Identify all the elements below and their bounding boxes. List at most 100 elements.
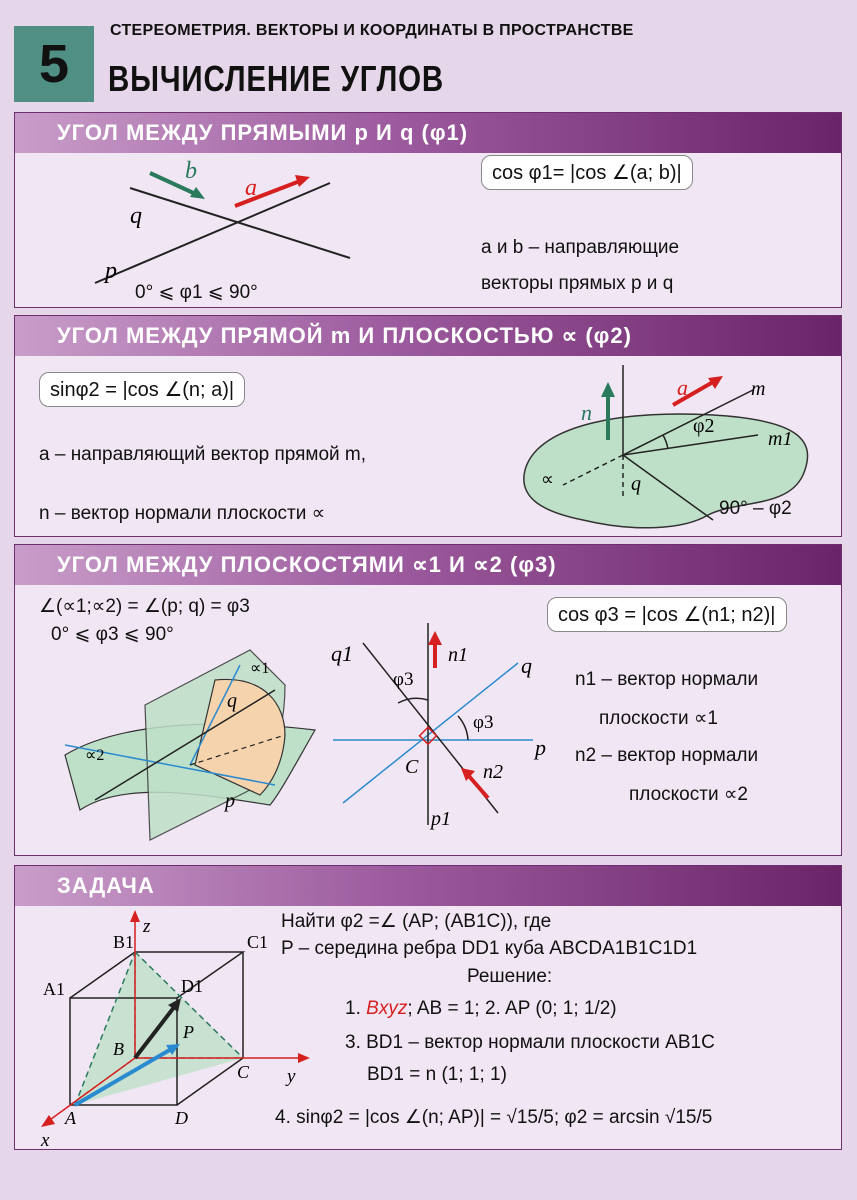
section-title: ЗАДАЧА	[57, 873, 155, 898]
label-c: C	[237, 1062, 250, 1082]
label-b: B	[113, 1039, 124, 1059]
line-q	[129, 187, 351, 259]
label-d1: D1	[181, 976, 203, 996]
problem-line: P – середина ребра DD1 куба ABCDA1B1C1D1	[281, 938, 698, 959]
vector-a	[234, 179, 301, 208]
coordinate-system: Bxyz	[366, 998, 408, 1019]
vector-n-arrowhead	[601, 382, 615, 397]
right-angle-mark	[418, 726, 438, 746]
label-alpha1: ∝1	[250, 660, 269, 677]
section-title: УГОЛ МЕЖДУ ПЛОСКОСТЯМИ ∝1 И ∝2 (φ3)	[57, 552, 557, 577]
label-q: q	[521, 653, 532, 678]
vector-ap	[73, 1046, 175, 1107]
axis-y-arrowhead	[298, 1053, 310, 1063]
label-b: b	[185, 158, 197, 184]
angle-range: 0° ⩽ φ3 ⩽ 90°	[51, 624, 174, 645]
vector-bd1	[133, 1004, 177, 1060]
axis-x-arrowhead	[41, 1115, 55, 1127]
solution-step: 1. Bxyz; AB = 1; 2. AP (0; 1; 1/2)	[345, 998, 617, 1020]
section-planes-angle: УГОЛ МЕЖДУ ПЛОСКОСТЯМИ ∝1 И ∝2 (φ3) ∠(∝1…	[14, 544, 842, 856]
section-title: УГОЛ МЕЖДУ ПРЯМЫМИ p И q (φ1)	[57, 120, 469, 145]
label-m1: m1	[768, 428, 792, 450]
line-q	[342, 662, 519, 804]
line-m-hidden	[562, 454, 624, 486]
line-q-in-plane	[622, 454, 714, 521]
line-m	[622, 389, 754, 456]
description-line: n1 – вектор нормали	[575, 669, 759, 690]
problem-line: Найти φ2 =∠ (AP; (AB1C)), где	[281, 911, 552, 932]
cube-edge-bottom	[176, 1057, 244, 1106]
label-m: m	[751, 378, 765, 400]
description-line: n2 – вектор нормали	[575, 745, 759, 766]
vector-ap-arrowhead	[166, 1044, 180, 1055]
section-title: УГОЛ МЕЖДУ ПРЯМОЙ m И ПЛОСКОСТЬЮ ∝ (φ2)	[57, 323, 632, 348]
section-line-plane-angle: УГОЛ МЕЖДУ ПРЯМОЙ m И ПЛОСКОСТЬЮ ∝ (φ2) …	[14, 315, 842, 537]
vector-n2-arrowhead	[461, 768, 475, 781]
label-p: p	[223, 790, 235, 812]
step-text: ; AB = 1; 2. AP (0; 1; 1/2)	[407, 998, 617, 1019]
label-n1: n1	[448, 644, 468, 666]
diagonal-dashed	[74, 951, 136, 1106]
label-a1: A1	[43, 979, 65, 999]
label-a: a	[245, 175, 257, 201]
label-n2: n2	[483, 761, 503, 783]
solution-heading: Решение:	[467, 966, 553, 987]
label-phi-top: φ3	[393, 669, 413, 690]
angle-arc-q1	[397, 697, 429, 704]
description-line: плоскости ∝2	[629, 784, 748, 805]
line-p-alpha2	[64, 744, 276, 786]
lines-diagram: b a q p	[94, 158, 351, 284]
label-q: q	[227, 690, 237, 712]
solution-step: 4. sinφ2 = |cos ∠(n; AP)| = √15/5; φ2 = …	[275, 1107, 713, 1128]
page-supertitle: СТЕРЕОМЕТРИЯ. ВЕКТОРЫ И КООРДИНАТЫ В ПРО…	[110, 22, 634, 39]
section-problem: ЗАДАЧА z B1 C1 A1 D1 P B C y A D x Найти…	[14, 865, 842, 1151]
label-alpha2: ∝2	[85, 747, 104, 764]
diagonal-dashed	[134, 951, 244, 1059]
label-c1: C1	[247, 932, 268, 952]
line-intersection	[94, 689, 276, 801]
description-line: плоскости ∝1	[599, 708, 718, 729]
angle-range: 0° ⩽ φ1 ⩽ 90°	[135, 282, 258, 303]
normals-diagram: q1 n1 φ3 q φ3 p C n2 p1	[331, 623, 546, 830]
label-y: y	[285, 1066, 296, 1087]
section-header: УГОЛ МЕЖДУ ПРЯМОЙ m И ПЛОСКОСТЬЮ ∝ (φ2)	[15, 316, 841, 356]
vector-b-arrowhead	[190, 187, 205, 199]
label-q: q	[130, 203, 142, 229]
label-alpha: ∝	[541, 469, 554, 489]
label-a: A	[64, 1108, 77, 1128]
hidden-edge	[189, 734, 286, 766]
axis-z-arrowhead	[130, 910, 140, 922]
section-header: УГОЛ МЕЖДУ ПРЯМЫМИ p И q (φ1)	[15, 113, 841, 153]
description-line: векторы прямых p и q	[481, 273, 674, 294]
label-p: P	[182, 1022, 194, 1042]
label-b1: B1	[113, 932, 134, 952]
formula-box: cos φ1= |cos ∠(a; b)|	[481, 155, 693, 190]
vector-b	[149, 171, 201, 198]
page-title: ВЫЧИСЛЕНИЕ УГЛОВ	[108, 58, 445, 99]
label-p: p	[533, 735, 546, 760]
section-header: ЗАДАЧА	[15, 866, 841, 906]
cube-diagram: z B1 C1 A1 D1 P B C y A D x	[40, 910, 310, 1151]
label-a: a	[677, 375, 688, 400]
label-p: p	[103, 258, 117, 284]
step-number: 1.	[345, 998, 361, 1019]
section-header: УГОЛ МЕЖДУ ПЛОСКОСТЯМИ ∝1 И ∝2 (φ3)	[15, 545, 841, 585]
label-phi: φ2	[693, 415, 715, 437]
label-n: n	[581, 400, 592, 425]
axis-x	[46, 1057, 136, 1123]
label-z: z	[142, 916, 151, 937]
vector-bd1-arrowhead	[168, 998, 181, 1012]
vector-a-arrowhead	[708, 376, 723, 389]
description-line: n – вектор нормали плоскости ∝	[39, 503, 326, 524]
plane-alpha	[523, 413, 809, 529]
cube-top-back	[69, 951, 246, 999]
label-p1: p1	[429, 808, 451, 830]
label-d: D	[174, 1108, 188, 1128]
section-lines-angle: УГОЛ МЕЖДУ ПРЯМЫМИ p И q (φ1) b a q p 0°…	[14, 112, 842, 308]
formula-box: cos φ3 = |cos ∠(n1; n2)|	[547, 597, 787, 632]
label-q1: q1	[331, 641, 353, 666]
complement-label: 90° – φ2	[719, 498, 792, 519]
vector-a	[672, 380, 714, 407]
angle-arc	[662, 434, 669, 450]
solution-step: BD1 = n (1; 1; 1)	[367, 1064, 507, 1085]
